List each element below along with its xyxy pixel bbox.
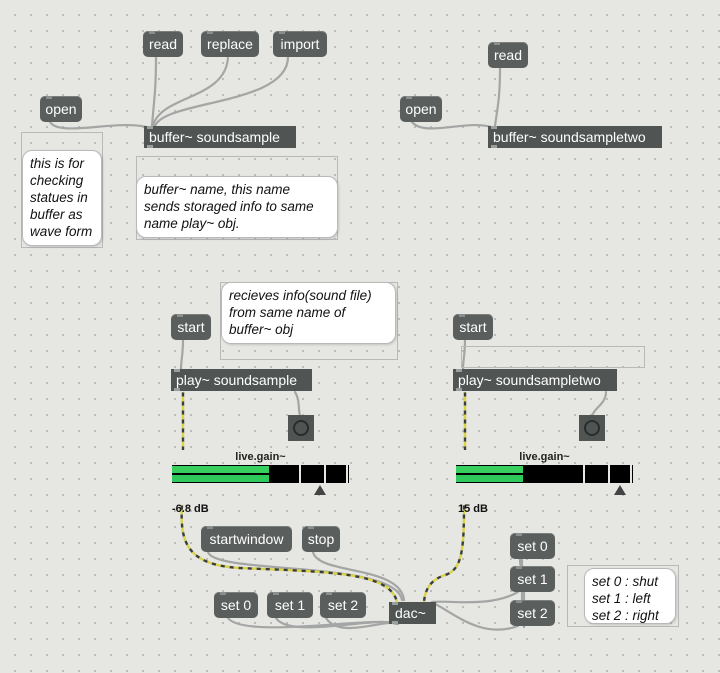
play-object[interactable]: play~ soundsampletwo — [453, 369, 617, 391]
meter-segment-divider — [346, 465, 348, 483]
comment-frame — [567, 565, 679, 627]
comment-line: wave form — [30, 224, 93, 239]
gain-meter[interactable] — [172, 465, 349, 483]
comment-line: set 0 : shut — [592, 574, 659, 589]
comment-line: buffer~ name, this name — [144, 182, 290, 197]
start-button[interactable]: start — [171, 314, 211, 340]
cord — [410, 120, 496, 130]
cord — [293, 390, 302, 418]
cord — [151, 55, 230, 128]
stop-button[interactable]: stop — [302, 526, 340, 552]
comment-line: set 1 : left — [592, 591, 651, 606]
comment-line: from same name of — [229, 305, 346, 320]
buffer-object[interactable]: buffer~ soundsample — [144, 126, 296, 148]
signal-cord — [180, 504, 399, 603]
buffer-comment: buffer~ name, this name sends storaged i… — [136, 176, 338, 238]
comment-line: buffer~ obj — [229, 322, 294, 337]
gain-value: -6.8 dB — [172, 503, 209, 515]
open-button[interactable]: open — [40, 96, 82, 122]
read-button[interactable]: read — [488, 42, 528, 68]
comment-line: set 2 : right — [592, 608, 659, 623]
play-toggle[interactable] — [288, 415, 314, 441]
cord — [226, 616, 398, 629]
set-1-button[interactable]: set 1 — [267, 592, 313, 618]
replace-button[interactable]: replace — [201, 31, 259, 57]
meter-segment-divider — [608, 465, 610, 483]
open-button[interactable]: open — [400, 96, 442, 122]
comment-line: sends storaged info to same — [144, 199, 314, 214]
meter-bar-left-channel — [172, 466, 269, 473]
cord — [153, 55, 290, 128]
cord — [590, 390, 608, 418]
live-gain-slider[interactable]: live.gain~ 15 dB — [456, 451, 633, 517]
comment-frame — [21, 132, 103, 248]
cord — [493, 66, 502, 128]
meter-bar-right-channel — [172, 475, 269, 482]
play-comment: recieves info(sound file) from same name… — [221, 282, 396, 344]
comment-line: buffer as — [30, 207, 83, 222]
meter-segment-divider — [630, 465, 632, 483]
comment-line: statues in — [30, 190, 88, 205]
cord — [431, 601, 520, 631]
meter-segment-divider — [583, 465, 585, 483]
set-1-button[interactable]: set 1 — [510, 566, 555, 592]
buffer-object[interactable]: buffer~ soundsampletwo — [488, 126, 662, 148]
cord — [48, 120, 152, 130]
toggle-ring-icon — [293, 420, 309, 436]
meter-bar-left-channel — [456, 466, 523, 473]
cord — [324, 616, 400, 629]
start-button[interactable]: start — [453, 314, 493, 340]
dac-object[interactable]: dac~ — [389, 602, 436, 624]
meter-segment-divider — [299, 465, 301, 483]
import-button[interactable]: import — [273, 31, 327, 57]
read-button[interactable]: read — [143, 31, 183, 57]
comment-line: this is for — [30, 156, 85, 171]
gain-value: 15 dB — [458, 503, 488, 515]
play-toggle[interactable] — [579, 415, 605, 441]
set-comment: set 0 : shut set 1 : left set 2 : right — [584, 568, 676, 624]
meter-bar-right-channel — [456, 475, 523, 482]
comment-line: recieves info(sound file) — [229, 288, 372, 303]
gain-meter[interactable] — [456, 465, 633, 483]
set-0-button[interactable]: set 0 — [214, 592, 258, 618]
startwindow-button[interactable]: startwindow — [201, 526, 292, 552]
cord — [179, 338, 185, 371]
gain-handle-icon[interactable] — [614, 485, 626, 495]
meter-segment-divider — [324, 465, 326, 483]
set-0-button[interactable]: set 0 — [510, 533, 555, 559]
comment-line: name play~ obj. — [144, 216, 240, 231]
cord — [150, 55, 158, 128]
gain-handle-icon[interactable] — [314, 485, 326, 495]
signal-cord — [422, 504, 466, 603]
live-gain-slider[interactable]: live.gain~ -6.8 dB — [172, 451, 349, 517]
set-2-button[interactable]: set 2 — [320, 592, 366, 618]
cord — [430, 590, 520, 604]
set-2-button[interactable]: set 2 — [510, 600, 555, 626]
comment-line: checking — [30, 173, 84, 188]
cord — [274, 616, 399, 629]
gain-title: live.gain~ — [235, 451, 286, 463]
play-object[interactable]: play~ soundsample — [171, 369, 312, 391]
open-comment: this is for checking statues in buffer a… — [22, 150, 102, 246]
comment-frame — [461, 346, 645, 368]
gain-title: live.gain~ — [519, 451, 570, 463]
toggle-ring-icon — [584, 420, 600, 436]
